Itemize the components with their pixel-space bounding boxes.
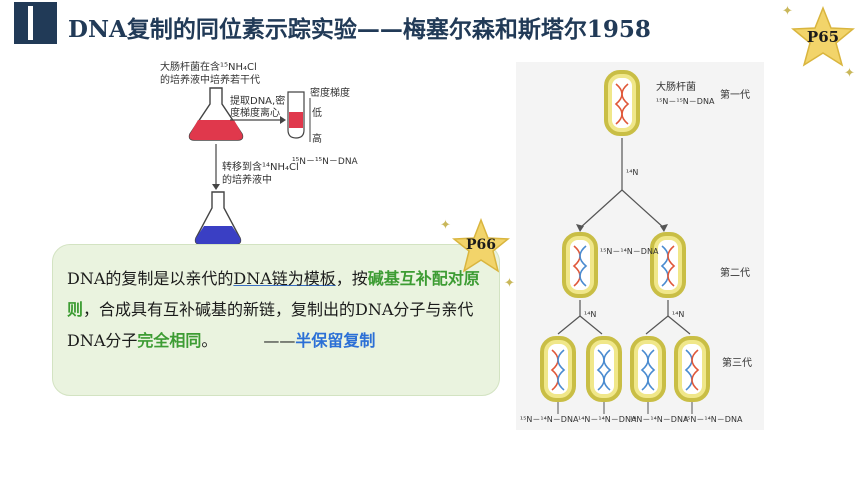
flask-blue [194,191,242,245]
gen1-label: 第一代 [720,90,750,101]
summary-text: DNA的复制是以亲代的DNA链为模板，按碱基互补配对原则，合成具有互补碱基的新链… [67,263,497,356]
transfer-label-2: 的培养液中 [222,175,272,186]
transfer-label-1: 转移到含¹⁴NH₄Cl [222,162,299,173]
page-badge-p66: P66 [451,217,511,274]
centrifuge-label-2: 度梯度离心 [230,108,280,119]
badge-label: P66 [465,237,496,253]
summary-callout: DNA的复制是以亲代的DNA链为模板，按碱基互补配对原则，合成具有互补碱基的新链… [52,244,500,396]
step1-label-1: 大肠杆菌在含¹⁵NH₄Cl [160,62,257,73]
template-strand-phrase: DNA链为模板 [233,269,336,288]
sparkle-icon: ✦ [440,218,451,233]
summary-part-7: 。 [201,331,218,350]
generation-diagram [540,70,710,414]
gen3-14n-right-label: ¹⁴N [672,310,685,319]
flask-red [188,87,244,141]
badge-label: P65 [806,28,840,46]
gradient-axis [309,98,311,142]
gen3-dna-label-1: ¹⁵N－¹⁴N－DNA [520,415,579,424]
summary-dash: —— [263,331,296,350]
star-icon [451,217,511,273]
base-pairing-phrase: 碱基互补配对原则 [67,269,480,319]
semiconservative-phrase: 半保留复制 [295,331,376,350]
page-title: DNA复制的同位素示踪实验——梅塞尔森和斯塔尔1958 [68,16,651,43]
arrow-down-icon [212,144,220,190]
sparkle-icon: ✦ [782,4,793,19]
step1-label-2: 的培养液中培养若干代 [160,75,260,86]
sparkle-icon: ✦ [844,66,855,81]
gen3-dna-label-2: ¹⁴N－¹⁴N－DNA [578,415,637,424]
gen3-14n-left-label: ¹⁴N [584,310,597,319]
gen3-dna-label-4: ¹⁵N－¹⁴N－DNA [684,415,743,424]
gen3-label: 第三代 [722,358,752,369]
page-badge-p65: P65 [790,5,856,68]
arrow-right-icon [230,116,286,124]
star-icon [791,5,855,67]
band-15n-label: ¹⁵N－¹⁵N－DNA [292,157,358,167]
gen2-dna-label: ¹⁵N－¹⁴N－DNA [600,247,659,256]
gen2-label: 第二代 [720,268,750,279]
identical-phrase: 完全相同 [137,331,202,350]
low-label: 低 [312,108,322,119]
centrifuge-tube [287,91,305,139]
summary-part-3: ，按 [335,269,368,288]
summary-part-1: DNA的复制是以亲代的 [67,269,234,288]
centrifuge-label-1: 提取DNA,密 [230,96,286,107]
density-gradient-label: 密度梯度 [310,88,350,99]
medium-14n-label: ¹⁴N [626,168,639,177]
summary-part-5: ，合成具有互补碱基的新链，复制出的DNA分子与亲代DNA分子 [67,300,474,350]
gen1-organism-label: 大肠杆菌 [656,82,696,93]
gen3-dna-label-3: ¹⁴N－¹⁴N－DNA [630,415,689,424]
high-label: 高 [312,134,322,145]
gen1-dna-label: ¹⁵N－¹⁵N－DNA [656,97,715,106]
header-accent-bar [14,2,57,44]
sparkle-icon: ✦ [504,276,515,291]
